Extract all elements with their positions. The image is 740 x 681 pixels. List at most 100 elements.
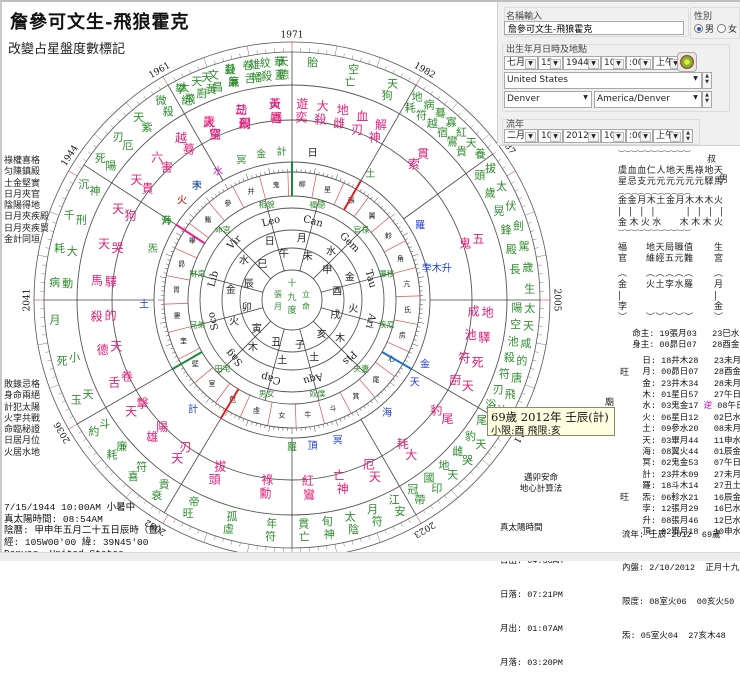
- calculate-globe-button[interactable]: [677, 52, 697, 72]
- svg-text:箕: 箕: [353, 392, 360, 401]
- svg-text:卦: 卦: [225, 62, 236, 76]
- svg-text:土: 土: [277, 354, 287, 367]
- svg-text:土: 土: [365, 167, 375, 180]
- country-spinner[interactable]: ▲▼: [702, 72, 712, 89]
- svg-text:天: 天: [269, 97, 281, 111]
- arc-row: ︵︵︵︵︵︵︵︵︵︵︵: [618, 188, 723, 196]
- select-value: 七月: [507, 58, 525, 68]
- astrology-wheel[interactable]: 1971198219872005201120232027203220362041…: [20, 30, 580, 560]
- year-marker: 1961: [147, 61, 172, 81]
- svg-text:太: 太: [524, 302, 535, 315]
- flow-day-select[interactable]: 10▼: [538, 129, 563, 143]
- svg-text:Lib: Lib: [206, 270, 221, 289]
- star-cell: 元: [656, 177, 665, 188]
- chevron-down-icon: ▼: [588, 59, 599, 69]
- svg-text:符: 符: [499, 367, 510, 380]
- svg-text:冥: 冥: [333, 434, 343, 446]
- calc-method: 邁卯安命 地心計算法: [506, 473, 576, 495]
- svg-text:狗: 狗: [125, 208, 137, 222]
- qi-line: 炁: 05室火04 27亥木48: [622, 631, 740, 642]
- svg-text:卷: 卷: [242, 58, 253, 72]
- birth-minute-select[interactable]: :00▼: [626, 56, 653, 70]
- svg-text:索: 索: [408, 157, 420, 171]
- svg-text:羅: 羅: [287, 442, 297, 454]
- svg-text:角: 角: [397, 254, 404, 263]
- gender-label: 性別: [694, 9, 712, 22]
- svg-text:刑: 刑: [76, 214, 87, 227]
- svg-text:池: 池: [508, 335, 519, 348]
- timezone-select[interactable]: America/Denver▼: [594, 91, 702, 108]
- svg-text:水: 水: [326, 245, 336, 257]
- svg-text:十: 十: [287, 277, 296, 289]
- svg-text:的: 的: [516, 354, 527, 368]
- chevron-down-icon: ▼: [550, 132, 561, 142]
- svg-text:德: 德: [278, 67, 289, 81]
- birth-year-select[interactable]: 1944▼: [563, 56, 601, 70]
- flow-minute-select[interactable]: :00▼: [626, 129, 653, 143]
- flow-ampm-select[interactable]: 上午▼: [653, 129, 683, 143]
- svg-text:馬: 馬: [91, 274, 103, 288]
- city-spinner[interactable]: ▲▼: [702, 91, 712, 108]
- side-label-right: 男: [719, 172, 728, 185]
- svg-text:劍: 劍: [513, 218, 524, 232]
- name-input[interactable]: [504, 21, 684, 35]
- svg-text:大: 大: [67, 244, 78, 258]
- svg-text:玉: 玉: [71, 394, 82, 407]
- flow-month-select[interactable]: 二月▼: [504, 129, 538, 143]
- star-cell: 金: [618, 218, 627, 229]
- svg-text:月: 月: [49, 314, 60, 327]
- bar-row: ||||||||: [618, 207, 723, 218]
- birth-day-select[interactable]: 15▼: [538, 56, 563, 70]
- flow-hour-select[interactable]: 10▼: [601, 129, 626, 143]
- svg-text:神: 神: [89, 183, 100, 197]
- svg-text:符: 符: [136, 461, 147, 474]
- birth-month-select[interactable]: 七月▼: [504, 56, 538, 70]
- birth-hour-select[interactable]: 10▼: [601, 56, 626, 70]
- city-select[interactable]: Denver▼: [504, 91, 592, 108]
- svg-text:紋: 紋: [260, 55, 271, 69]
- flow-time-spinner[interactable]: ▲▼: [683, 129, 693, 143]
- svg-text:小: 小: [69, 351, 80, 364]
- planet-row: 金: 23井木34 28未月07: [622, 379, 740, 390]
- gender-male-radio[interactable]: 男: [694, 22, 714, 35]
- planet-row: 水: 03鬼金17 逆 08午日16: [622, 401, 740, 412]
- svg-text:虛: 虛: [253, 405, 260, 414]
- year-marker: 1982: [412, 61, 437, 81]
- svg-text:陽: 陽: [105, 160, 116, 173]
- radio-dot: [694, 24, 703, 33]
- svg-text:德: 德: [97, 342, 109, 357]
- star-cell: 仁: [647, 166, 656, 177]
- svg-text:未: 未: [303, 250, 313, 262]
- svg-text:相貌: 相貌: [259, 199, 275, 209]
- svg-text:劫: 劫: [235, 103, 247, 117]
- star-row-3a: 金金月木土金月木木木火: [618, 196, 723, 207]
- svg-text:海: 海: [382, 406, 392, 419]
- star-cell: 忌: [628, 177, 637, 188]
- flow-year-select[interactable]: 2012▼: [563, 129, 601, 143]
- svg-text:沉: 沉: [78, 178, 89, 191]
- svg-text:舌: 舌: [245, 72, 256, 85]
- svg-text:養: 養: [475, 146, 486, 160]
- star-cell: 金: [628, 196, 637, 207]
- country-select[interactable]: United States▼: [504, 72, 702, 89]
- svg-text:成: 成: [468, 304, 480, 318]
- svg-text:孛木升: 孛木升: [422, 262, 452, 275]
- arc-line: 限度: 08室火06 00亥火50: [622, 597, 740, 608]
- star-cell: 星: [618, 177, 627, 188]
- sun-moon-title: 真太陽時間: [500, 523, 563, 534]
- svg-text:地: 地: [482, 305, 494, 319]
- svg-text:Aqu: Aqu: [301, 370, 325, 386]
- star-cell: 馬: [685, 166, 694, 177]
- svg-text:尾: 尾: [476, 414, 487, 427]
- svg-text:神: 神: [337, 482, 349, 496]
- svg-text:天: 天: [462, 379, 474, 393]
- svg-text:耗: 耗: [405, 102, 416, 115]
- star-columns: ︶︶︶︶︶︶︶︶︶︶︶ 虞血血仁人地天馬祿地天 星忌支元元元元元元驛馬 ︵︵︵︵…: [618, 150, 723, 303]
- svg-text:千: 千: [64, 209, 75, 222]
- gender-female-radio[interactable]: 女: [717, 22, 737, 35]
- svg-text:冥: 冥: [236, 154, 246, 166]
- svg-text:唐: 唐: [511, 371, 522, 385]
- radio-dot: [717, 24, 726, 33]
- svg-text:月: 月: [297, 232, 307, 244]
- star-cell: 支: [637, 177, 646, 188]
